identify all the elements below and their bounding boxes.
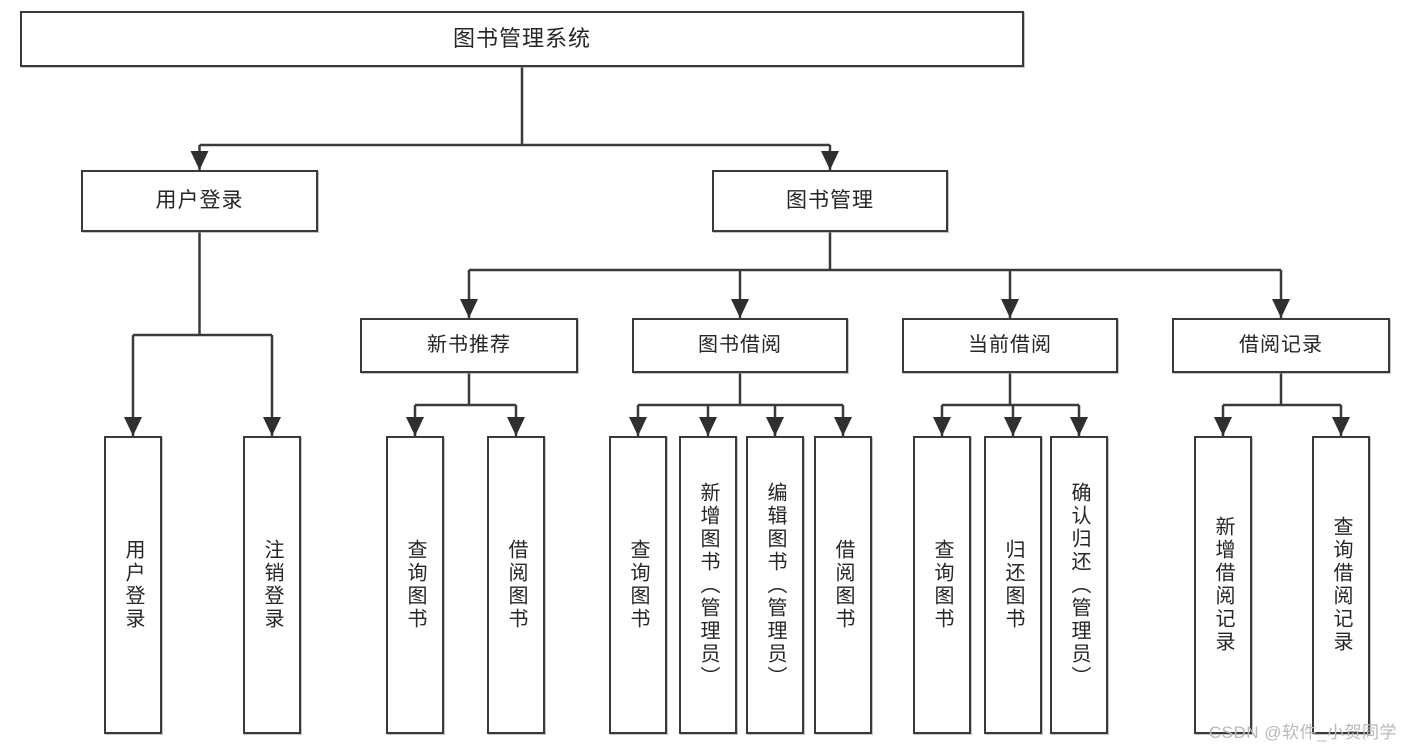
node-l_nb_borrow[interactable]: 借阅图书 — [487, 436, 545, 734]
node-label: 编辑图书（管理员） — [764, 481, 786, 689]
node-label: 图书借阅 — [698, 334, 782, 356]
arrowhead-icon — [190, 151, 209, 170]
node-l_bk_add[interactable]: 新增图书（管理员） — [679, 436, 737, 734]
node-l_cu_conf[interactable]: 确认归还（管理员） — [1050, 436, 1108, 734]
node-n_borrow[interactable]: 图书借阅 — [632, 318, 848, 373]
node-label: 新增图书（管理员） — [697, 481, 719, 689]
node-label: 查询借阅记录 — [1330, 516, 1352, 654]
node-l_nb_query[interactable]: 查询图书 — [386, 436, 444, 734]
arrowhead-icon — [1004, 417, 1022, 436]
node-label: 查询图书 — [931, 539, 953, 631]
node-label: 归还图书 — [1002, 539, 1024, 631]
node-n_record[interactable]: 借阅记录 — [1172, 318, 1390, 373]
node-l_rc_add[interactable]: 新增借阅记录 — [1194, 436, 1252, 734]
watermark: CSDN @软件_小贺同学 — [1208, 723, 1397, 742]
node-l_cu_query[interactable]: 查询图书 — [913, 436, 971, 734]
node-l_bk_borrow[interactable]: 借阅图书 — [814, 436, 872, 734]
arrowhead-icon — [933, 417, 951, 436]
node-label: 用户登录 — [122, 539, 144, 631]
node-label: 当前借阅 — [968, 334, 1052, 356]
arrowhead-icon — [821, 151, 839, 170]
arrowhead-icon — [507, 417, 525, 436]
node-label: 注销登录 — [261, 539, 283, 631]
node-l_bk_query[interactable]: 查询图书 — [609, 436, 667, 734]
node-l_cu_return[interactable]: 归还图书 — [984, 436, 1042, 734]
node-n_newbook[interactable]: 新书推荐 — [360, 318, 578, 373]
node-label: 借阅图书 — [505, 539, 527, 631]
node-label: 新增借阅记录 — [1212, 516, 1234, 654]
node-n_current[interactable]: 当前借阅 — [902, 318, 1118, 373]
node-l_logout[interactable]: 注销登录 — [243, 436, 301, 734]
node-l_bk_edit[interactable]: 编辑图书（管理员） — [746, 436, 804, 734]
arrowhead-icon — [460, 299, 478, 318]
node-l_login[interactable]: 用户登录 — [104, 436, 162, 734]
node-n_login[interactable]: 用户登录 — [81, 170, 318, 232]
node-label: 借阅图书 — [832, 539, 854, 631]
arrowhead-icon — [834, 417, 852, 436]
arrowhead-icon — [629, 417, 647, 436]
arrowhead-icon — [263, 417, 281, 436]
arrowhead-icon — [766, 417, 784, 436]
arrowhead-icon — [124, 417, 142, 436]
node-label: 查询图书 — [404, 539, 426, 631]
arrowhead-icon — [699, 417, 717, 436]
arrowhead-icon — [1070, 417, 1088, 436]
node-label: 新书推荐 — [427, 334, 511, 356]
node-label: 借阅记录 — [1239, 334, 1323, 356]
arrowhead-icon — [406, 417, 424, 436]
node-label: 图书管理系统 — [452, 26, 591, 52]
arrowhead-icon — [1001, 299, 1019, 318]
arrowhead-icon — [1272, 299, 1290, 318]
node-label: 确认归还（管理员） — [1068, 481, 1090, 689]
node-label: 查询图书 — [627, 539, 649, 631]
arrowhead-icon — [1332, 417, 1350, 436]
node-label: 用户登录 — [155, 188, 244, 212]
node-root[interactable]: 图书管理系统 — [20, 11, 1024, 67]
arrowhead-icon — [731, 299, 749, 318]
node-label: 图书管理 — [786, 188, 874, 212]
node-n_bookmgmt[interactable]: 图书管理 — [712, 170, 948, 232]
arrowhead-icon — [1214, 417, 1232, 436]
node-l_rc_query[interactable]: 查询借阅记录 — [1312, 436, 1370, 734]
